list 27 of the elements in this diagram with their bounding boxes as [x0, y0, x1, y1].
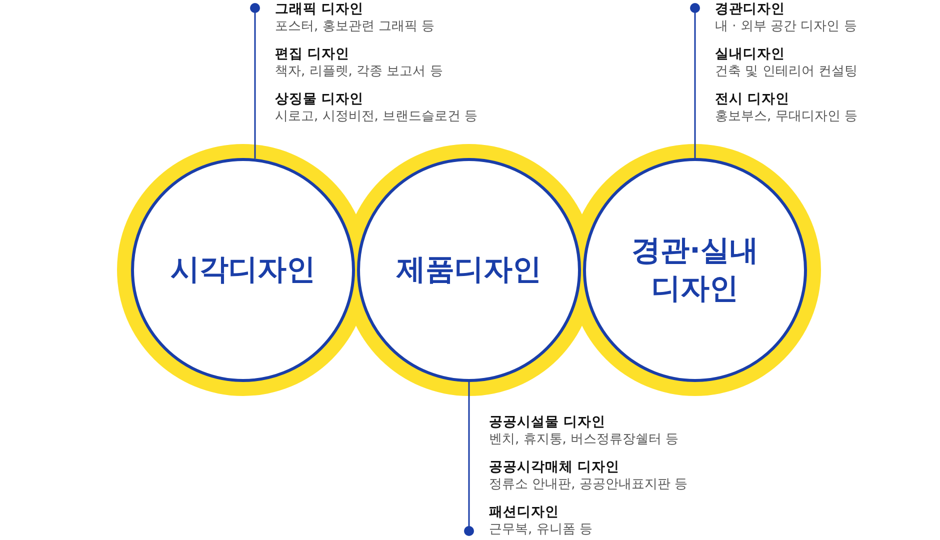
item-description: 건축 및 인테리어 컨설팅 [715, 63, 858, 81]
item-heading: 전시 디자인 [715, 90, 791, 108]
circle [357, 158, 581, 382]
leader-line [690, 3, 700, 158]
item-description: 내 · 외부 공간 디자인 등 [715, 18, 858, 36]
item-description: 시로고, 시정비전, 브랜드슬로건 등 [275, 108, 479, 126]
circle-title: 시각디자인 [170, 251, 316, 288]
circle [131, 158, 355, 382]
item-heading: 공공시설물 디자인 [489, 413, 607, 431]
circle-title: 제품디자인 [395, 251, 542, 288]
item-description: 근무복, 유니폼 등 [489, 521, 594, 539]
item-description: 포스터, 홍보관련 그래픽 등 [275, 18, 436, 36]
item-description: 책자, 리플렛, 각종 보고서 등 [275, 63, 444, 81]
item-heading: 패션디자인 [489, 503, 560, 521]
item-heading: 실내디자인 [715, 45, 786, 63]
item-heading: 공공시각매체 디자인 [489, 458, 621, 476]
item-heading: 그래픽 디자인 [275, 0, 365, 18]
item-description: 벤치, 휴지통, 버스정류장쉘터 등 [489, 431, 680, 449]
leader-line [464, 382, 474, 536]
circle-title: 경관·실내 디자인 [630, 232, 760, 307]
item-heading: 상징물 디자인 [275, 90, 365, 108]
item-description: 정류소 안내판, 공공안내표지판 등 [489, 476, 689, 494]
item-heading: 경관디자인 [715, 0, 786, 18]
item-description: 홍보부스, 무대디자인 등 [715, 108, 858, 126]
circle [583, 158, 807, 382]
item-heading: 편집 디자인 [275, 45, 351, 63]
leader-line [250, 3, 260, 159]
